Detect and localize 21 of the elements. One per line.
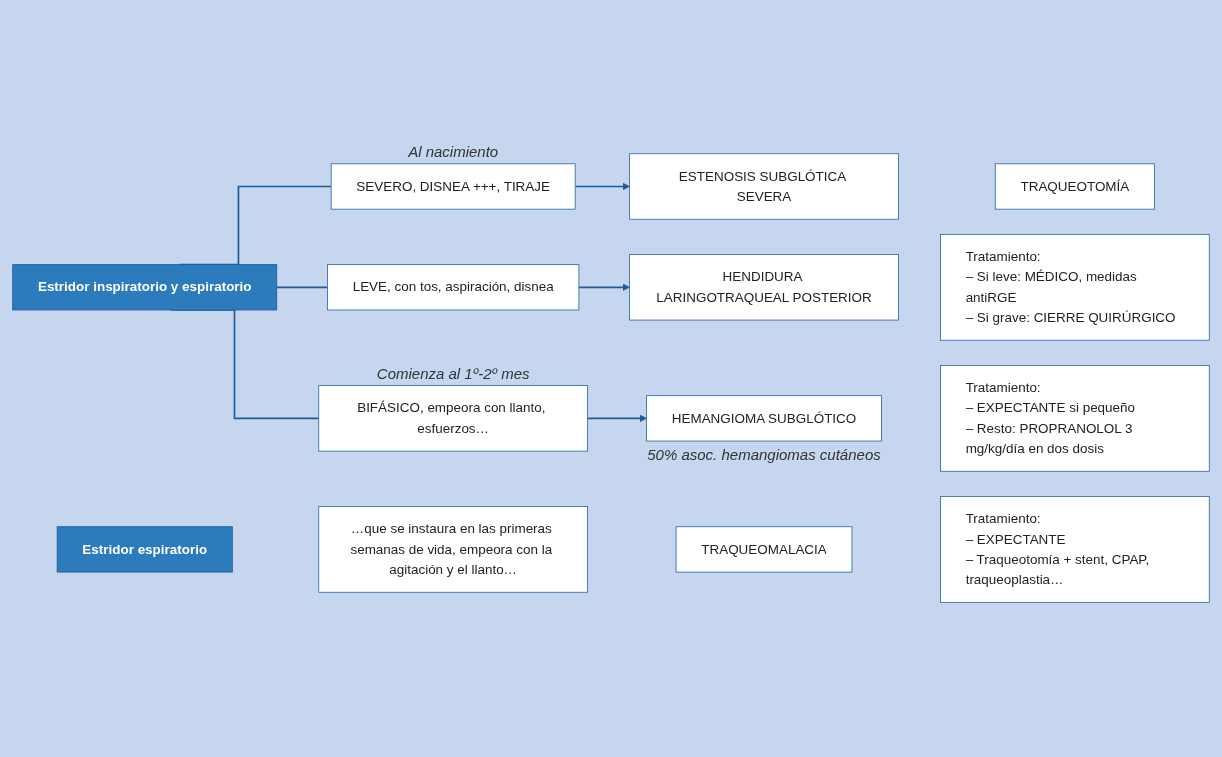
arrow [574,183,630,191]
arrow [578,284,630,292]
node-box: Tratamiento: – EXPECTANTE si pequeño – Resto: PROPRANOLOL 3 mg/kg/día en dos dosis [940,365,1210,473]
node-box: Tratamiento: – Si leve: MÉDICO, medidas antiRGE – Si grave: CIERRE QUIRÚRGICO [940,234,1210,342]
node-box: ESTENOSIS SUBGLÓTICA SEVERA [629,153,899,221]
node-box: TRAQUEOTOMÍA [994,163,1155,211]
node-caption: 50% asoc. hemangiomas cutáneos [647,445,881,463]
connector [275,286,329,289]
node-caption: Al nacimiento [408,143,499,161]
node-caption: Comienza al 1º-2º mes [376,365,530,383]
node-box: Estridor inspiratorio y espiratorio [12,264,278,311]
node-box: HEMANGIOMA SUBGLÓTICO [646,395,882,442]
node-box: …que se instaura en las primeras semanas de vida, empeora con la agitación y el llanto… [318,506,588,594]
node-box: TRAQUEOMALACIA [675,526,853,573]
node-box: Tratamiento: – EXPECTANTE – Traqueotomía + stent, CPAP, traqueoplastia… [940,496,1210,604]
arrow [586,415,647,423]
node-box: Estridor espiratorio [56,526,233,573]
node-box: BIFÁSICO, empeora con llanto, esfuerzos… [318,385,588,452]
node-box: LEVE, con tos, aspiración, disnea [327,264,580,311]
node-box: SEVERO, DISNEA +++, TIRAJE [330,163,576,211]
node-box: HENDIDURA LARINGOTRAQUEAL POSTERIOR [629,254,899,321]
